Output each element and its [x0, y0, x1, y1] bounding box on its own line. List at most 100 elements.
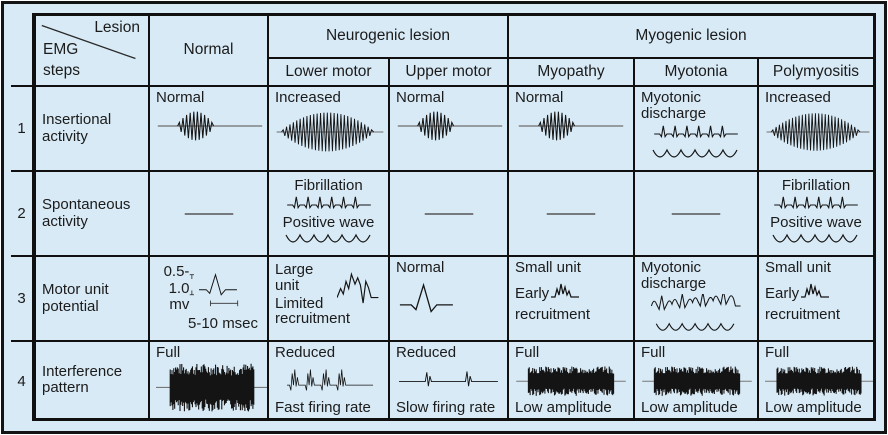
cell-interference-lower-motor: Reduced Fast firing rate: [268, 341, 389, 421]
subheader-polymyositis: Polymyositis: [758, 58, 876, 86]
positive-wave-waveform-icon: [772, 233, 858, 243]
step-label-spontaneous-activity: Spontaneous activity: [33, 171, 149, 256]
small-mup-waveform-icon: [801, 284, 830, 298]
group-header-neurogenic: Neurogenic lesion: [268, 13, 508, 58]
step-label-interference-pattern: Interference pattern: [33, 341, 149, 421]
group-header-myogenic: Myogenic lesion: [508, 13, 876, 58]
cell-label: recruitment: [765, 306, 841, 324]
annotated-mup-waveform-icon: [190, 272, 239, 307]
fibrillation-waveform-icon: [654, 126, 738, 139]
small-burst-waveform-icon: [157, 111, 263, 141]
cell-insertional-myopathy: Normal: [508, 86, 634, 171]
row-number: 2: [11, 171, 33, 256]
cell-label: Myotonic discharge: [641, 259, 707, 293]
cell-label: Myotonic discharge: [641, 89, 707, 123]
amplitude-unit: mv: [169, 296, 190, 314]
number-strip-header: [11, 13, 33, 86]
cell-mup-upper-motor: Normal: [389, 256, 508, 341]
reduced-fast-interference-icon: [286, 369, 374, 391]
corner-header-cell: Lesion EMG steps: [33, 13, 149, 86]
cell-label: Small unit: [765, 259, 831, 276]
corner-steps-label: steps: [43, 62, 81, 79]
cell-label: Early: [515, 285, 550, 303]
cell-insertional-polymyositis: Increased: [758, 86, 876, 171]
subheader-upper-motor: Upper motor: [389, 58, 508, 86]
cell-label: Increased: [275, 89, 341, 106]
diagonal-divider-icon: [41, 24, 136, 60]
subheader-lower-motor: Lower motor: [268, 58, 389, 86]
cell-mup-polymyositis: Small unit Early recruitment: [758, 256, 876, 341]
cell-spontaneous-polymyositis: Fibrillation Positive wave: [758, 171, 876, 256]
flat-line-icon: [546, 212, 596, 215]
cell-interference-upper-motor: Reduced Slow firing rate: [389, 341, 508, 421]
large-burst-waveform-icon: [276, 112, 384, 152]
fibrillation-waveform-icon: [774, 196, 858, 209]
triphasic-mup-icon: [399, 282, 453, 314]
cell-insertional-upper-motor: Normal: [389, 86, 508, 171]
positive-wave-waveform-icon: [655, 322, 735, 332]
subheader-myotonia: Myotonia: [634, 58, 758, 86]
myotonic-waveform-icon: [650, 294, 741, 312]
duration-value: 5-10 msec: [188, 315, 259, 332]
cell-label: Small unit: [515, 259, 581, 276]
flat-line-icon: [671, 212, 721, 215]
small-burst-waveform-icon: [518, 111, 624, 141]
cell-label: Increased: [765, 89, 831, 106]
cell-label: Normal: [396, 259, 445, 276]
cell-insertional-myotonia: Myotonic discharge: [634, 86, 758, 171]
cell-sublabel: Low amplitude: [765, 398, 862, 416]
cell-label: Large unit: [275, 261, 314, 294]
amplitude-value: 0.5-1.0: [163, 262, 190, 297]
large-polyphasic-mup-icon: [337, 271, 379, 303]
cell-label: Limited recruitment: [275, 294, 351, 328]
cell-label: Fibrillation: [781, 177, 851, 195]
cell-label: Full: [156, 344, 181, 361]
cell-sublabel: Low amplitude: [641, 398, 738, 416]
cell-mup-lower-motor: Large unit Limited recruitment: [268, 256, 389, 341]
cell-label: Full: [641, 344, 666, 361]
cell-interference-myotonia: Full Low amplitude: [634, 341, 758, 421]
step-label-insertional-activity: Insertional activity: [33, 86, 149, 171]
fibrillation-waveform-icon: [286, 196, 371, 209]
cell-spontaneous-normal: [149, 171, 268, 256]
positive-wave-waveform-icon: [284, 233, 371, 243]
cell-label: Normal: [515, 89, 564, 106]
low-amplitude-interference-icon: [765, 366, 873, 396]
cell-interference-normal: Full: [149, 341, 268, 421]
cell-label: Full: [515, 344, 540, 361]
low-amplitude-interference-icon: [642, 366, 752, 397]
cell-label: Reduced: [396, 344, 457, 361]
small-burst-waveform-icon: [397, 111, 503, 141]
row-number: 1: [11, 86, 33, 171]
reduced-slow-interference-icon: [399, 371, 498, 387]
cell-label: Early: [765, 285, 800, 303]
cell-label: recruitment: [515, 306, 591, 324]
cell-label: Positive wave: [770, 213, 862, 231]
cell-label: Normal: [156, 89, 205, 106]
flat-line-icon: [184, 212, 233, 215]
cell-mup-myotonia: Myotonic discharge: [634, 256, 758, 341]
cell-sublabel: Fast firing rate: [275, 398, 371, 416]
subheader-myopathy: Myopathy: [508, 58, 634, 86]
column-header-normal: Normal: [149, 13, 268, 86]
cell-spontaneous-upper-motor: [389, 171, 508, 256]
cell-insertional-lower-motor: Increased: [268, 86, 389, 171]
cell-sublabel: Low amplitude: [515, 398, 612, 416]
cell-sublabel: Slow firing rate: [396, 398, 496, 416]
corner-emg-label: EMG: [43, 41, 79, 58]
cell-label: Fibrillation: [294, 177, 363, 195]
corner-lesion-label: Lesion: [94, 19, 140, 36]
cell-spontaneous-myopathy: [508, 171, 634, 256]
cell-mup-normal: 0.5-1.0 mv 5-10 msec: [149, 256, 268, 341]
cell-insertional-normal: Normal: [149, 86, 268, 171]
cell-spontaneous-myotonia: [634, 171, 758, 256]
cell-label: Normal: [396, 89, 445, 106]
cell-label: Positive wave: [282, 213, 375, 231]
emg-table: Lesion EMG steps Normal Neurogenic lesio…: [11, 13, 878, 421]
small-mup-waveform-icon: [551, 284, 580, 298]
low-amplitude-interference-icon: [516, 366, 626, 397]
cell-interference-polymyositis: Full Low amplitude: [758, 341, 876, 421]
cell-label: Reduced: [275, 344, 336, 361]
